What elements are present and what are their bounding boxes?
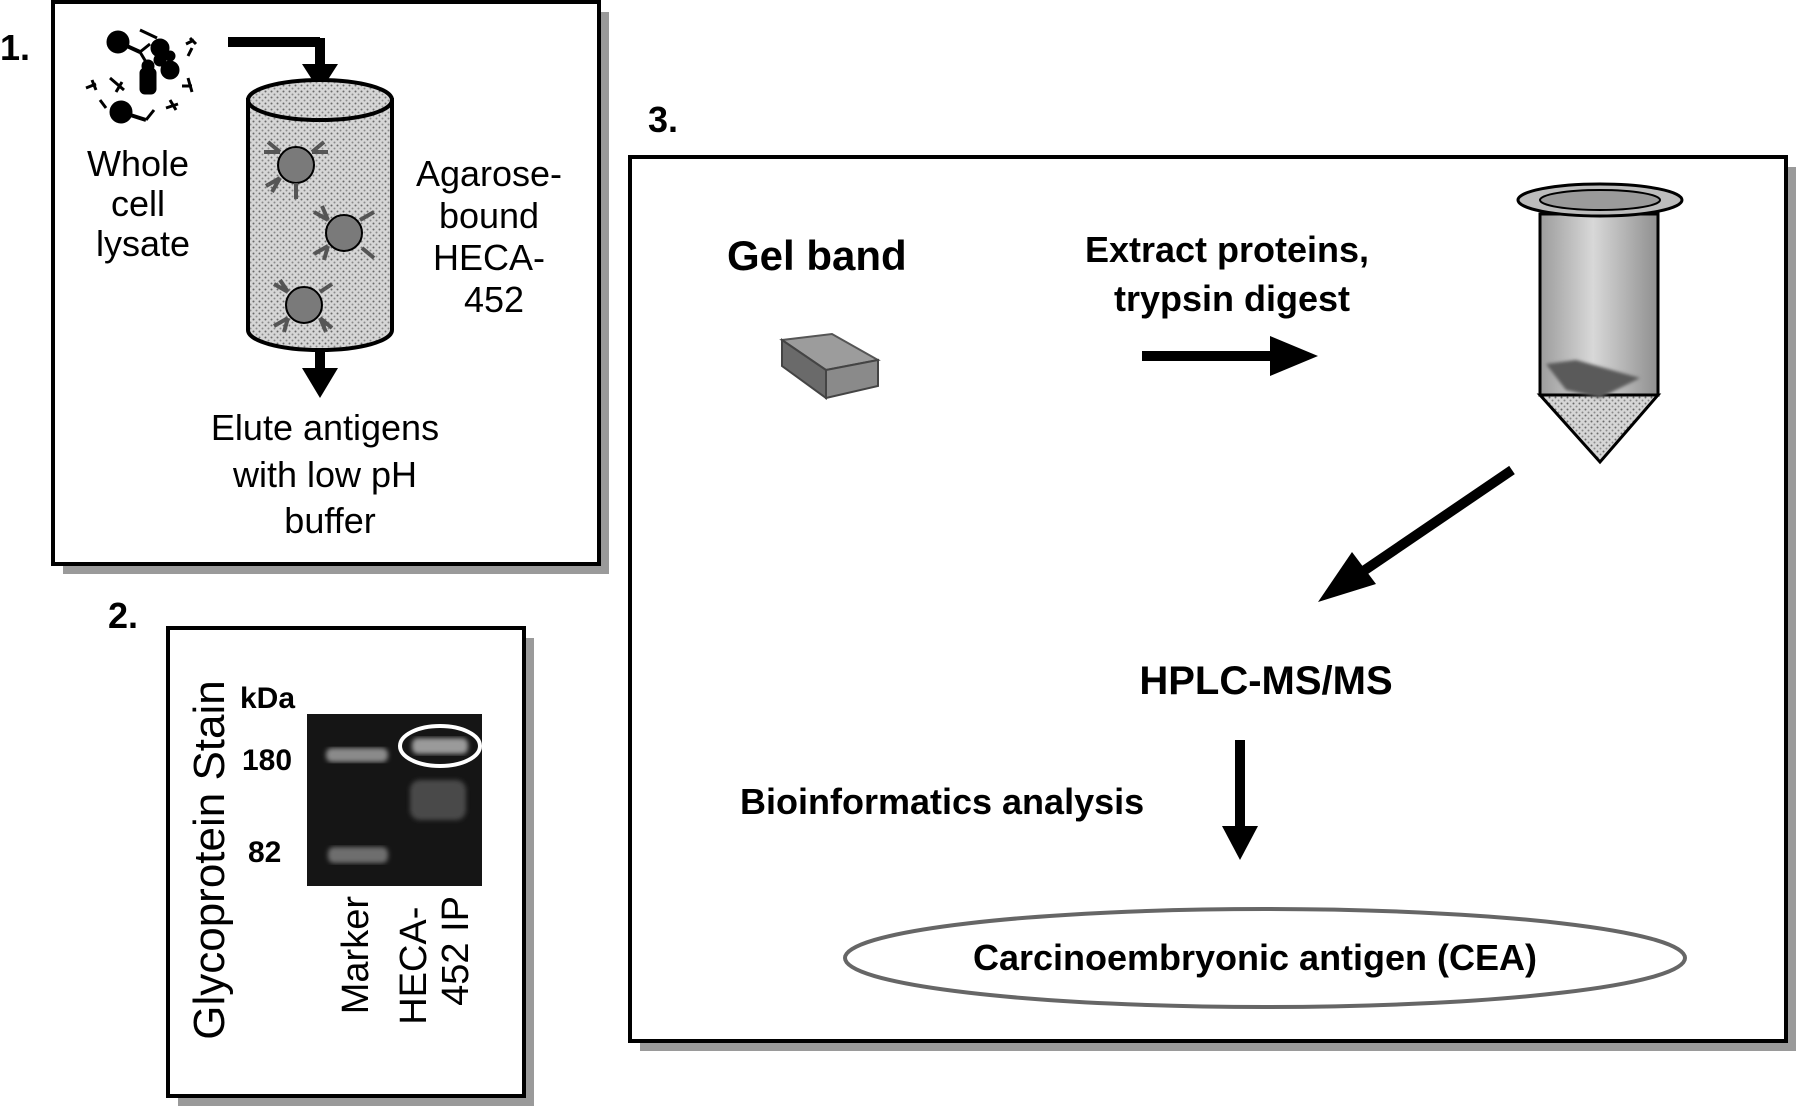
gel-image [307,714,482,886]
result-label: Carcinoembryonic antigen (CEA) [973,937,1537,978]
step1-number: 1. [0,27,30,68]
marker-180-label: 180 [242,744,292,777]
bioinformatics-arrow-icon [1222,740,1258,860]
to-hplc-arrow-icon [1318,465,1515,602]
hplc-label: HPLC-MS/MS [1139,659,1392,703]
ip-lane [410,738,468,820]
lysate-molecules-icon [85,28,198,124]
marker-82-label: 82 [248,836,281,869]
step3-number: 3. [648,99,678,140]
step2-number: 2. [108,595,138,636]
elute-arrow-icon [302,348,338,398]
microcentrifuge-tube-icon [1516,182,1684,465]
result-ellipse [843,907,1687,1009]
gel-band-label: Gel band [727,232,907,279]
column-label: Agarose- bound HECA- 452 [416,153,572,320]
lysate-label: Whole cell lysate [87,143,199,264]
highlighted-band-ring [398,724,482,768]
marker-lane [326,748,388,863]
lane-marker-label: Marker [335,896,377,1015]
extract-label: Extract proteins, trypsin digest [1085,229,1379,319]
bioinformatics-label: Bioinformatics analysis [740,781,1144,822]
step3-panel [628,155,1796,1051]
digest-arrow-icon [1142,336,1318,376]
stain-label: Glycoprotein Stain [185,680,234,1040]
affinity-column-icon [246,78,394,352]
gel-band-slab-icon [779,332,881,400]
lane-ip-label: HECA- 452 IP [393,896,477,1025]
elute-label: Elute antigens with low pH buffer [211,407,449,541]
kda-label: kDa [240,682,295,715]
